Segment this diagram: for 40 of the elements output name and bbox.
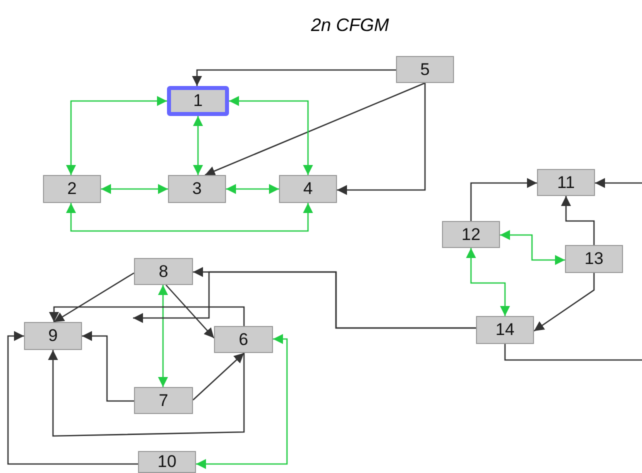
selected-node-box: 1: [167, 86, 229, 116]
node-box: 6: [214, 326, 273, 353]
connector-arrow: [466, 248, 510, 316]
node-box: 7: [134, 387, 193, 414]
node-box: 11: [537, 169, 595, 196]
connector-arrow: [54, 272, 134, 323]
connector-arrow: [204, 82, 426, 176]
connector-arrow: [101, 184, 168, 194]
connector-arrow: [229, 96, 313, 175]
node-box: 2: [43, 175, 101, 203]
connector-arrow: [561, 196, 595, 245]
connector-arrow: [66, 203, 313, 232]
connector-arrow: [133, 271, 476, 329]
connector-arrow: [337, 83, 426, 195]
connector-arrow: [158, 285, 168, 387]
connector-arrow: [192, 352, 244, 400]
connector-arrow: [48, 350, 245, 437]
connector-arrow: [534, 273, 595, 332]
node-box: 9: [24, 322, 82, 350]
node-box: 14: [476, 316, 534, 344]
connector-arrow: [7, 331, 138, 465]
node-box: 3: [168, 175, 226, 203]
connector-arrow: [193, 116, 203, 175]
node-box: 10: [138, 451, 196, 473]
node-box: 5: [396, 56, 454, 83]
diagram-title: 2n CFGM: [310, 14, 390, 37]
connector-arrow: [192, 69, 396, 86]
connector-arrow: [595, 178, 642, 188]
node-box: 8: [134, 258, 193, 285]
connector-arrow: [470, 178, 537, 221]
connector-arrow: [196, 334, 288, 469]
connector-arrow: [166, 284, 214, 338]
connector-arrow: [500, 230, 565, 265]
connector-arrow: [49, 306, 245, 326]
connector-arrow: [82, 331, 134, 402]
node-box: 12: [442, 221, 500, 248]
node-box: 4: [279, 175, 337, 203]
node-box: 13: [565, 245, 623, 273]
connector-arrow: [66, 96, 167, 175]
connector-arrow: [226, 184, 279, 194]
